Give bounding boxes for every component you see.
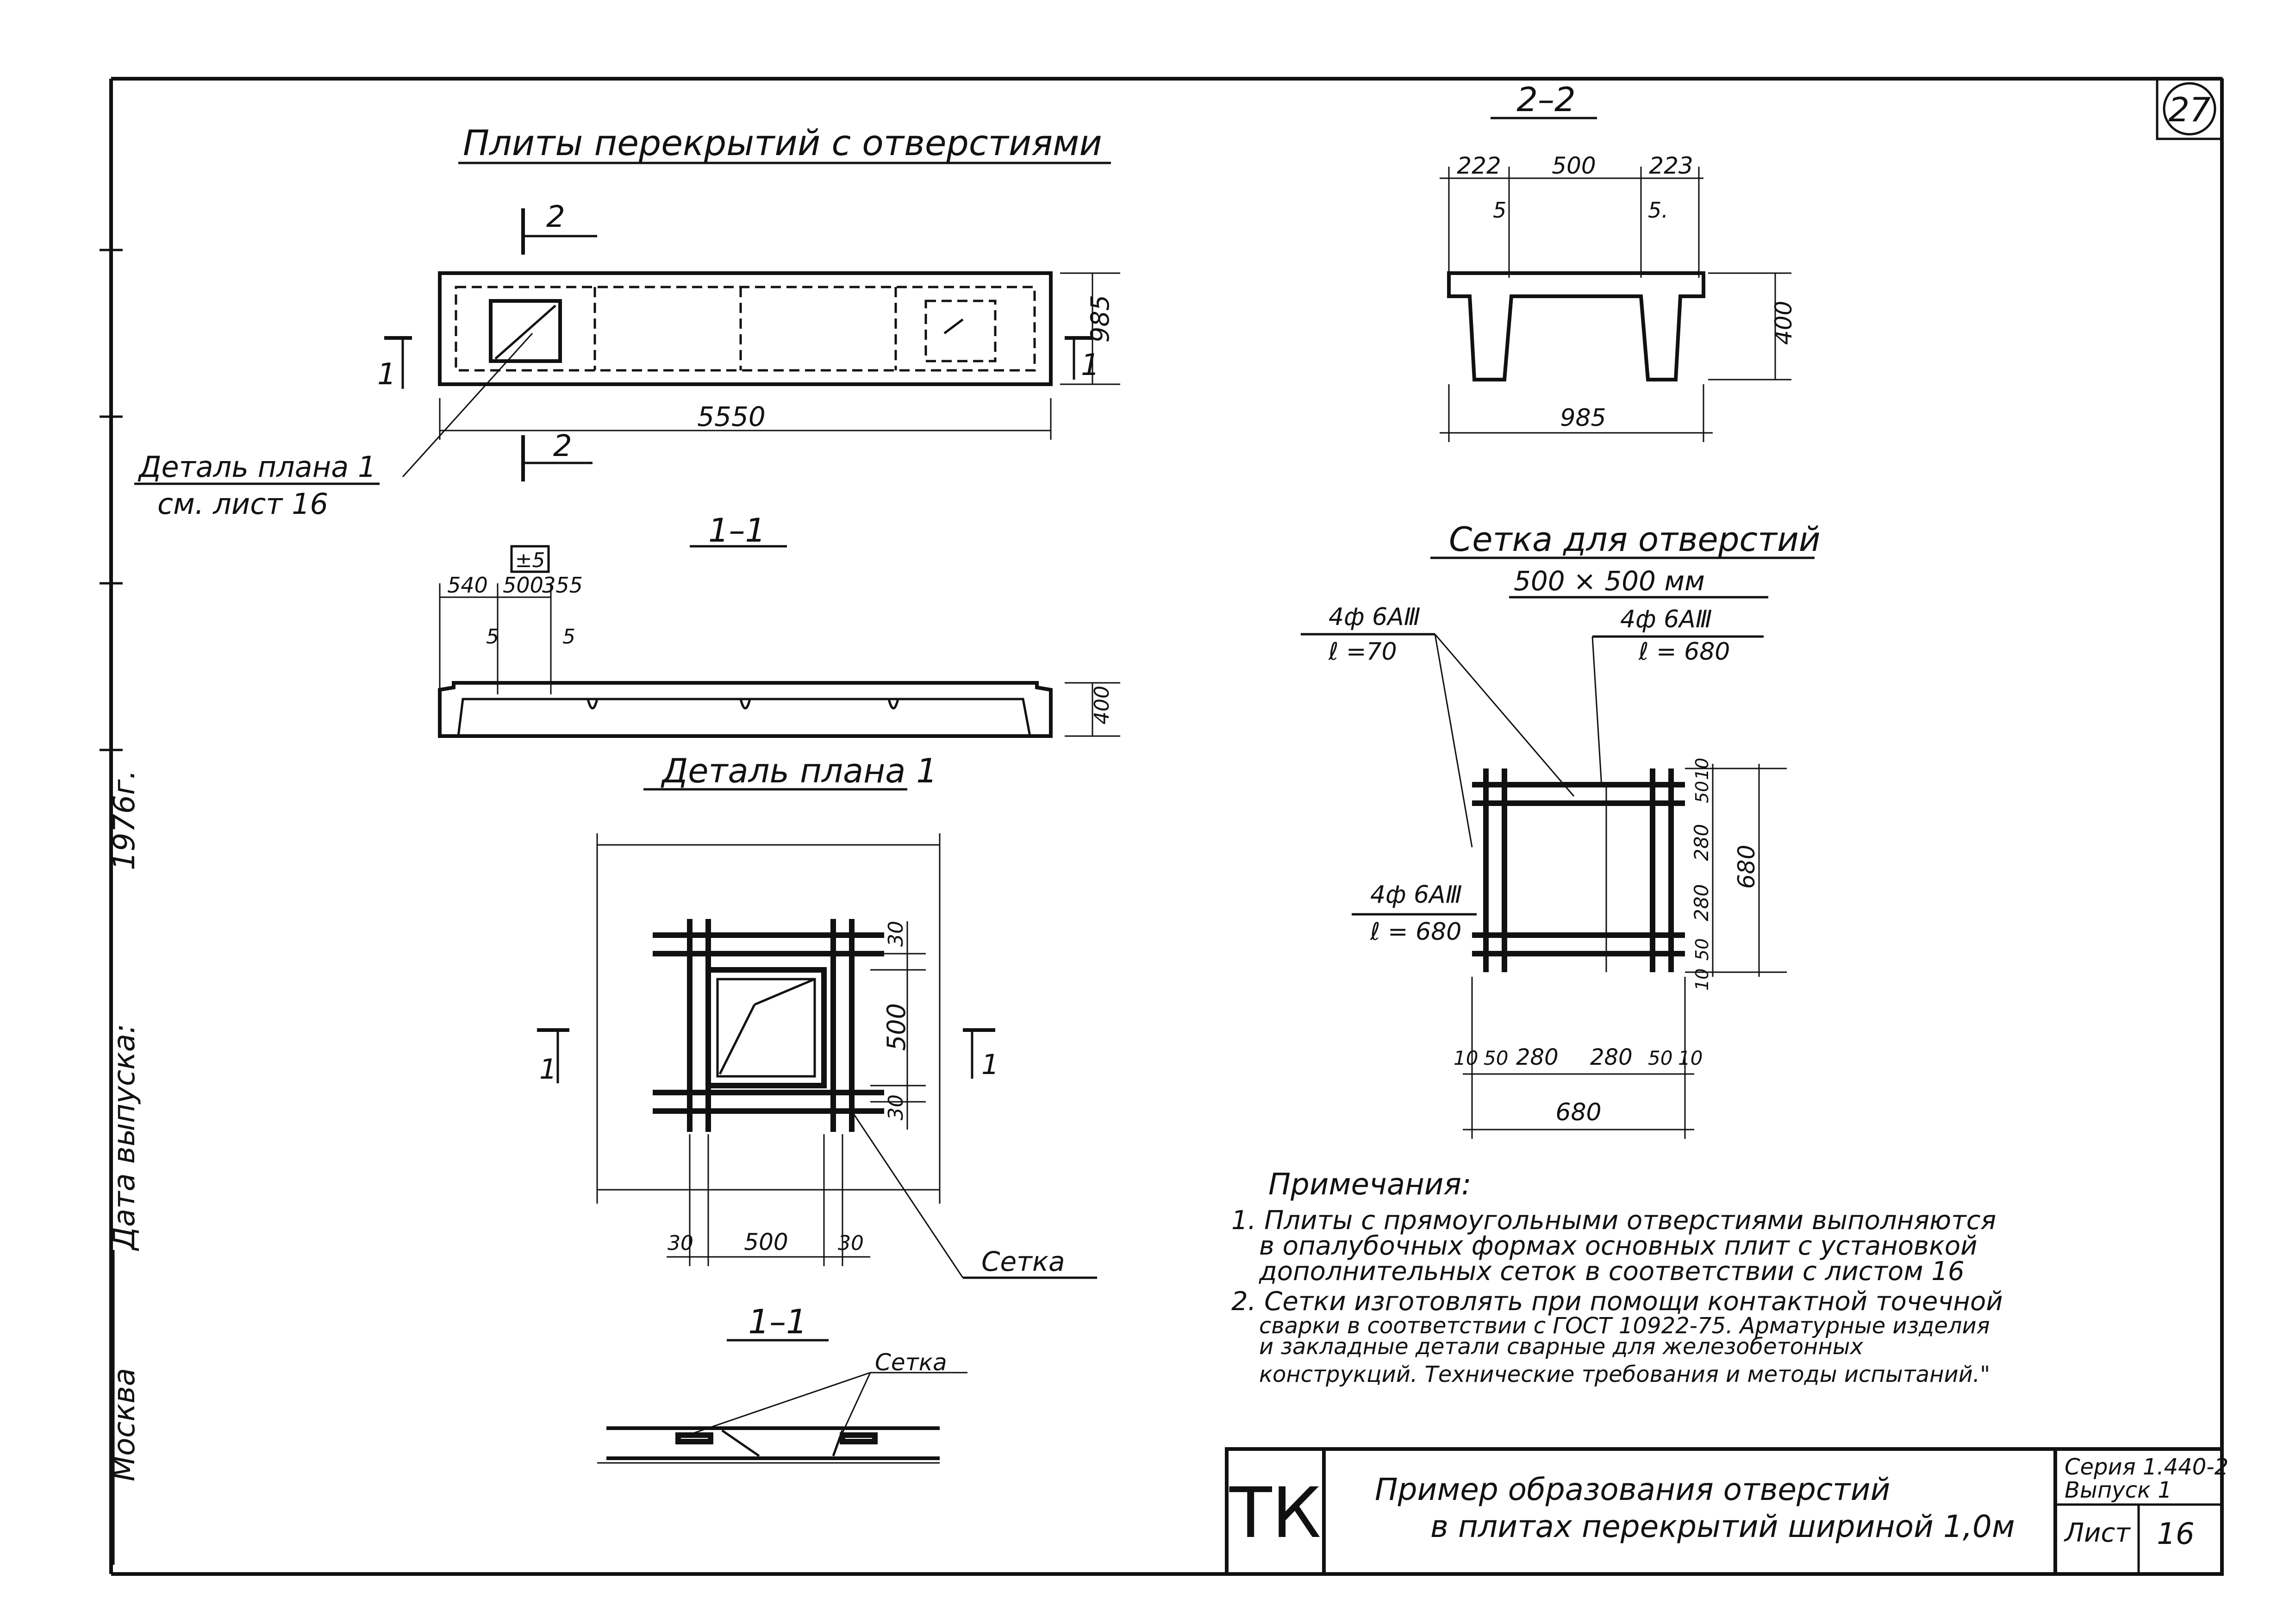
- section-2-marker-top: 2: [546, 200, 565, 234]
- section-1-1-bottom: 1–1 Сетка: [597, 1302, 967, 1464]
- rebar-a-line2: ℓ =70: [1328, 638, 1397, 666]
- detail-dim-right-2: 30: [884, 1094, 908, 1120]
- left-margin-stamp: Москва Дата выпуска: 1976г.: [107, 770, 142, 1565]
- detail-setka-label: Сетка: [981, 1246, 1065, 1277]
- plan-width-dim: 985: [1086, 295, 1115, 343]
- mesh-dim-right-5: 10: [1692, 968, 1712, 991]
- mesh-dim-right-4: 50: [1692, 938, 1712, 961]
- note-line-1: в опалубочных формах основных плит с уст…: [1259, 1231, 1978, 1261]
- title-block-logo: ТК: [1229, 1473, 1321, 1554]
- title-line1: Пример образования отверстий: [1375, 1472, 1890, 1507]
- notes-heading: Примечания:: [1268, 1168, 1472, 1202]
- rebar-a-line1: 4ф 6АⅢ: [1329, 603, 1421, 631]
- rebar-c-line2: ℓ = 680: [1370, 918, 1461, 946]
- sheet-frame: 27: [100, 77, 2224, 1576]
- sec11-height: 400: [1090, 686, 1114, 725]
- mesh-dim-bottom-4: 50: [1648, 1047, 1672, 1069]
- detail-dim-right-0: 30: [884, 921, 908, 947]
- section-1-marker-left: 1: [377, 357, 396, 392]
- plan-view: Плиты перекрытий с отверстиями 2 2 1 1 5…: [134, 122, 1120, 521]
- sec11-dim-1: 500: [503, 573, 543, 598]
- mesh-dim-right-0: 10: [1692, 758, 1712, 780]
- sec22-small-1: 5.: [1648, 198, 1668, 223]
- sec11-dim-2: 355: [542, 573, 583, 598]
- section-1-marker-right: 1: [1081, 348, 1100, 382]
- note-line-2: дополнительных сеток в соответствии с ли…: [1259, 1256, 1965, 1287]
- mesh-total-bottom: 680: [1555, 1099, 1601, 1126]
- mesh-dim-right-2: 280: [1690, 824, 1713, 861]
- section-2-marker-bottom: 2: [553, 429, 572, 463]
- sec11-small-0: 5: [486, 625, 499, 649]
- detail-marker-left: 1: [539, 1053, 557, 1086]
- section-bottom-setka-label: Сетка: [875, 1349, 947, 1376]
- mesh-dim-right-1: 50: [1692, 781, 1712, 803]
- mesh-subtitle: 500 × 500 мм: [1514, 565, 1705, 597]
- sec22-dim-1: 500: [1552, 152, 1596, 179]
- sec11-small-1: 5: [562, 625, 575, 649]
- mesh-dim-bottom-2: 280: [1516, 1044, 1559, 1070]
- mesh-total-right: 680: [1733, 845, 1760, 889]
- title-line2: в плитах перекрытий шириной 1,0м: [1430, 1509, 2015, 1544]
- title-block: ТК Пример образования отверстий в плитах…: [1225, 1447, 2228, 1576]
- plan-title: Плиты перекрытий с отверстиями: [463, 122, 1102, 163]
- plan-callout-line1: Деталь плана 1: [137, 450, 376, 484]
- section-1-1-top: 1–1 ±5 540 500 355 5 5 400: [438, 512, 1120, 738]
- detail-title: Деталь плана 1: [661, 751, 937, 790]
- sec22-bottom-width: 985: [1560, 404, 1606, 432]
- section-1-1-bottom-title: 1–1: [748, 1302, 807, 1341]
- sheet-number: 27: [2168, 90, 2211, 129]
- detail-dim-bottom-1: 500: [744, 1229, 788, 1255]
- sec22-dim-2: 223: [1649, 152, 1693, 179]
- sec22-small-0: 5: [1493, 198, 1506, 223]
- note-line-3: 2. Сетки изготовлять при помощи контактн…: [1231, 1287, 2003, 1317]
- rebar-b-line1: 4ф 6АⅢ: [1620, 606, 1712, 633]
- section-2-2-title: 2–2: [1516, 80, 1576, 119]
- margin-year: 1976г.: [107, 770, 142, 870]
- notes: Примечания: 1. Плиты с прямоугольными от…: [1231, 1168, 2003, 1387]
- sheet-label: Лист: [2064, 1518, 2131, 1548]
- issue-label: Выпуск 1: [2065, 1477, 2172, 1503]
- margin-issue-label: Дата выпуска:: [107, 1024, 142, 1251]
- detail-dim-bottom-0: 30: [668, 1231, 693, 1255]
- mesh-dim-bottom-1: 50: [1484, 1047, 1508, 1069]
- sec22-height: 400: [1770, 301, 1797, 345]
- series-label: Серия 1.440-2: [2065, 1454, 2228, 1480]
- sec11-dim-0: 540: [447, 573, 488, 598]
- plan-length-dim: 5550: [697, 401, 766, 432]
- note-line-5: и закладные детали сварные для железобет…: [1259, 1334, 1864, 1360]
- detail-plan-1: Деталь плана 1 30 500 30: [537, 751, 1097, 1279]
- sheet-number-cell: 16: [2157, 1517, 2194, 1551]
- note-line-6: конструкций. Технические требования и ме…: [1259, 1362, 1990, 1387]
- plan-callout-line2: см. лист 16: [157, 487, 328, 521]
- mesh-title: Сетка для отверстий: [1449, 520, 1821, 559]
- detail-dim-bottom-2: 30: [838, 1231, 864, 1255]
- mesh-dim-right-3: 280: [1690, 884, 1713, 921]
- section-1-1-top-title: 1–1: [708, 512, 766, 550]
- mesh-for-openings: Сетка для отверстий 500 × 500 мм 4ф 6АⅢ …: [1301, 520, 1821, 1139]
- sec22-dim-0: 222: [1457, 152, 1501, 179]
- mesh-dim-bottom-3: 280: [1590, 1044, 1633, 1070]
- note-line-0: 1. Плиты с прямоугольными отверстиями вы…: [1231, 1206, 1996, 1236]
- mesh-dim-bottom-5: 10: [1678, 1047, 1703, 1069]
- mesh-dim-bottom-0: 10: [1454, 1047, 1478, 1069]
- detail-marker-right: 1: [981, 1049, 999, 1081]
- rebar-b-line2: ℓ = 680: [1638, 638, 1730, 666]
- section-2-2: 2–2 222 500 223 5 5. 400 985: [1440, 80, 1797, 442]
- rebar-c-line1: 4ф 6АⅢ: [1370, 881, 1462, 909]
- note-line-4: сварки в соответствии с ГОСТ 10922-75. А…: [1259, 1313, 1990, 1339]
- detail-dim-right-1: 500: [882, 1003, 911, 1051]
- tolerance-label: ±5: [515, 549, 545, 572]
